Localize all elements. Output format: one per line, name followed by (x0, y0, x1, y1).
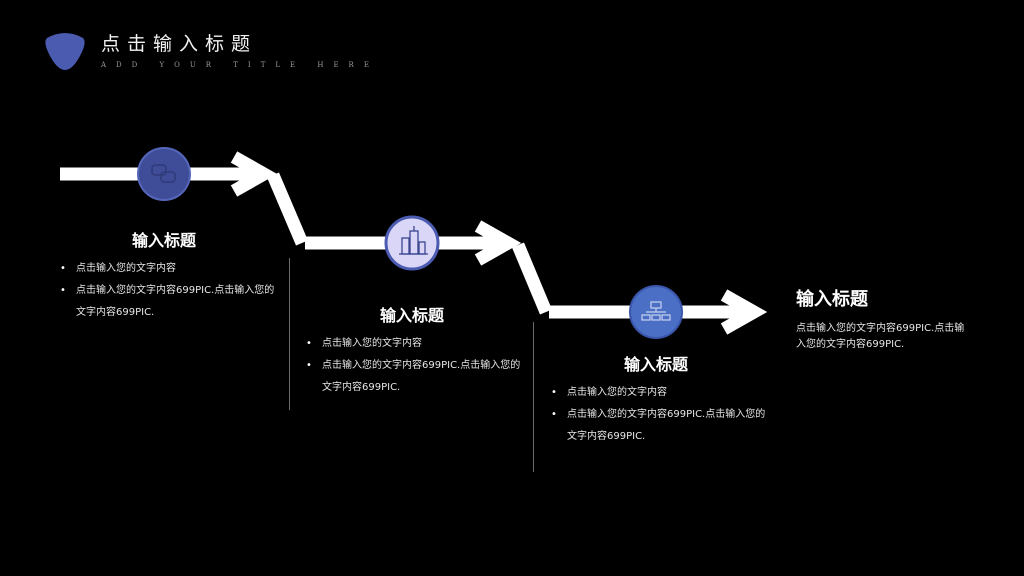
step-3-bullets: 点击输入您的文字内容 点击输入您的文字内容699PIC.点击输入您的文字内容69… (551, 382, 766, 448)
buildings-icon (384, 215, 440, 271)
step-2-bullets: 点击输入您的文字内容 点击输入您的文字内容699PIC.点击输入您的文字内容69… (306, 333, 521, 399)
logo-icon (45, 33, 85, 70)
divider (533, 322, 534, 472)
list-item: 点击输入您的文字内容 (60, 258, 275, 280)
step-1-bullets: 点击输入您的文字内容 点击输入您的文字内容699PIC.点击输入您的文字内容69… (60, 258, 275, 324)
chat-bubbles-icon (137, 147, 191, 201)
final-heading: 输入标题 (796, 289, 868, 310)
list-item: 点击输入您的文字内容699PIC.点击输入您的文字内容699PIC. (551, 404, 766, 448)
page-subtitle: ADD YOUR TITLE HERE (101, 61, 379, 69)
final-text: 点击输入您的文字内容699PIC.点击输入您的文字内容699PIC. (796, 323, 965, 350)
step-1-heading: 输入标题 (131, 231, 196, 250)
hierarchy-icon (629, 285, 683, 339)
page-title: 点击输入标题 (101, 33, 258, 55)
list-item: 点击输入您的文字内容699PIC.点击输入您的文字内容699PIC. (306, 355, 521, 399)
list-item: 点击输入您的文字内容 (551, 382, 766, 404)
step-3-heading: 输入标题 (623, 355, 688, 374)
list-item: 点击输入您的文字内容699PIC.点击输入您的文字内容699PIC. (60, 280, 275, 324)
step-2-heading: 输入标题 (379, 306, 444, 325)
list-item: 点击输入您的文字内容 (306, 333, 521, 355)
divider (289, 258, 290, 410)
